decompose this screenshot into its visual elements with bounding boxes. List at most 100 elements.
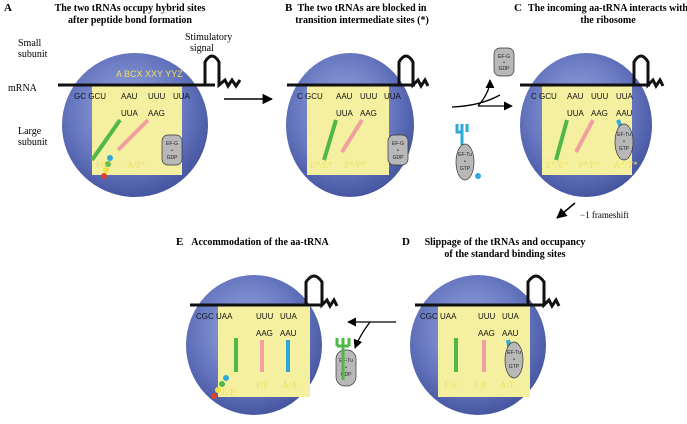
site-b-2: P*/P* [344,160,366,170]
panel-e-letter: E [176,236,183,248]
anticodon-cyan-b-c: AAU [616,109,633,118]
incoming-aa [475,173,481,179]
anticodon-pink-b-c: AAG [591,109,608,118]
panel-e: E Accommodation of the aa-tRNA CGC UAA U… [176,236,339,415]
ef-tu-c-l2: • [623,139,625,145]
arrow-c-to-d [556,202,576,219]
anticodon-green-b: AAU [336,92,353,101]
trna-green-a [90,118,122,162]
trna-green-c [554,119,569,161]
released-ef-g-l3: GDP [499,66,511,72]
panel-e-title-line1: Accommodation of the aa-tRNA [191,237,329,248]
panel-b-title-line2: transition intermediate sites (*) [295,15,429,26]
panel-d-title-line1: Slippage of the tRNAs and occupancy [425,237,586,248]
released-ef-g [493,47,515,77]
trna-pink-a [116,118,150,152]
ef-g-b [387,134,409,166]
aa-bead-3-e [215,387,221,393]
trna-green-b [322,119,338,161]
ef-g-b-l2: • [397,148,399,154]
anticodon-pink-b-b: AAG [360,109,377,118]
ef-tu-d-l3: GTP [509,364,520,370]
stem-loop-e [304,274,339,309]
ef-g-a-l3: GDP [167,155,179,161]
stem-loop-c [630,54,665,89]
stem-loop-a [200,54,242,89]
panel-c: C The incoming aa-tRNA interacts with th… [514,2,687,197]
site-c-1: E*/E* [546,160,569,170]
panel-a-title-line2: after peptide bond formation [68,15,192,26]
site-e-2: P/P [256,380,269,390]
aa-bead-4-a [101,173,107,179]
codon-right-b: UUA [384,92,402,101]
ef-g-b-l3: GDP [393,155,405,161]
stem-loop-d [526,274,561,309]
released-ef-tu [335,349,357,387]
site-a-1: P/E* [96,160,114,170]
ef-tu-d [504,341,524,379]
ef-g-a-l2: • [171,148,173,154]
ef-g-a-l1: EF-G [166,141,178,147]
anticodon-green-d: UUU [478,312,496,321]
panel-d-letter: D [402,236,410,248]
ef-tu-d-l2: • [513,357,515,363]
small-subunit-label-2: subunit [18,49,48,60]
panel-c-title-line1: The incoming aa-tRNA interacts with [528,3,687,14]
codons-c: C GCU [531,92,557,101]
anticodon-cyan-c: UUA [616,92,634,101]
site-d-2: P/P [474,380,487,390]
anticodon-green-e: UUU [256,312,274,321]
small-subunit-label-1: Small [18,38,42,49]
ef-tu-c-l3: GTP [619,146,630,152]
arrow-b-to-c-upper [451,94,501,108]
mrna-label: mRNA [8,83,38,94]
panel-c-title-line2: the ribosome [580,15,636,26]
released-ef-tu-l2: • [345,365,347,371]
released-trna [335,338,351,380]
anticodon-pink-e: UUA [280,312,298,321]
trna-pink-b [340,118,364,154]
aa-bead-3-a [103,167,109,173]
frameshift-label: −1 frameshift [580,210,629,220]
aa-bead-1-a [107,155,113,161]
panel-c-letter: C [514,2,522,14]
panel-a-title-line1: The two tRNAs occupy hybrid sites [55,3,206,14]
site-a-2: A/P* [127,160,146,170]
anticodon-pink-b-a: AAG [148,109,165,118]
ef-g-a [161,134,183,166]
incoming-ef-tu-l2: • [464,159,466,165]
panel-b-title-line1: The two tRNAs are blocked in [298,3,427,14]
anticodon-pink-c: UUU [591,92,609,101]
arrow-release-efg [477,79,495,107]
aa-bead-2-e [219,381,225,387]
anticodon-pink-b-e: AAU [280,329,297,338]
anticodon-pink-b: UUU [360,92,378,101]
codons-e: CGC UAA [196,312,233,321]
released-ef-tu-l1: EF-Tu [339,358,353,364]
ef-tu-c-l1: EF-Tu [617,132,631,138]
anticodon-green-b-e: AAG [256,329,273,338]
panel-a: A The two tRNAs occupy hybrid sites afte… [4,2,242,197]
site-b-1: E*/E* [310,160,333,170]
anticodon-green-b-b: UUA [336,109,354,118]
anticodon-pink-a: UUU [148,92,166,101]
anticodon-green-b-c: UUA [567,109,585,118]
anticodon-pink-b-d: AAU [502,329,519,338]
trna-pink-c [574,119,595,153]
incoming-trna [455,124,469,145]
incoming-ef-tu-l1: EF-Tu [458,152,472,158]
panel-b-letter: B [285,2,293,14]
anticodon-pink-d: UUA [502,312,520,321]
panel-b: B The two tRNAs are blocked in transitio… [285,2,430,197]
arrow-release-eftu [353,321,371,349]
site-box-b [307,85,389,175]
site-e-3: A/A [282,380,298,390]
panel-d-title-line2: of the standard binding sites [444,249,565,260]
large-subunit-label-1: Large [18,126,42,137]
anticodon-green-b-a: UUA [121,109,139,118]
codons-a: GC GCU [74,92,106,101]
aa-bead-2-a [105,161,111,167]
stem-loop-b [395,54,430,89]
panel-a-letter: A [4,2,12,14]
